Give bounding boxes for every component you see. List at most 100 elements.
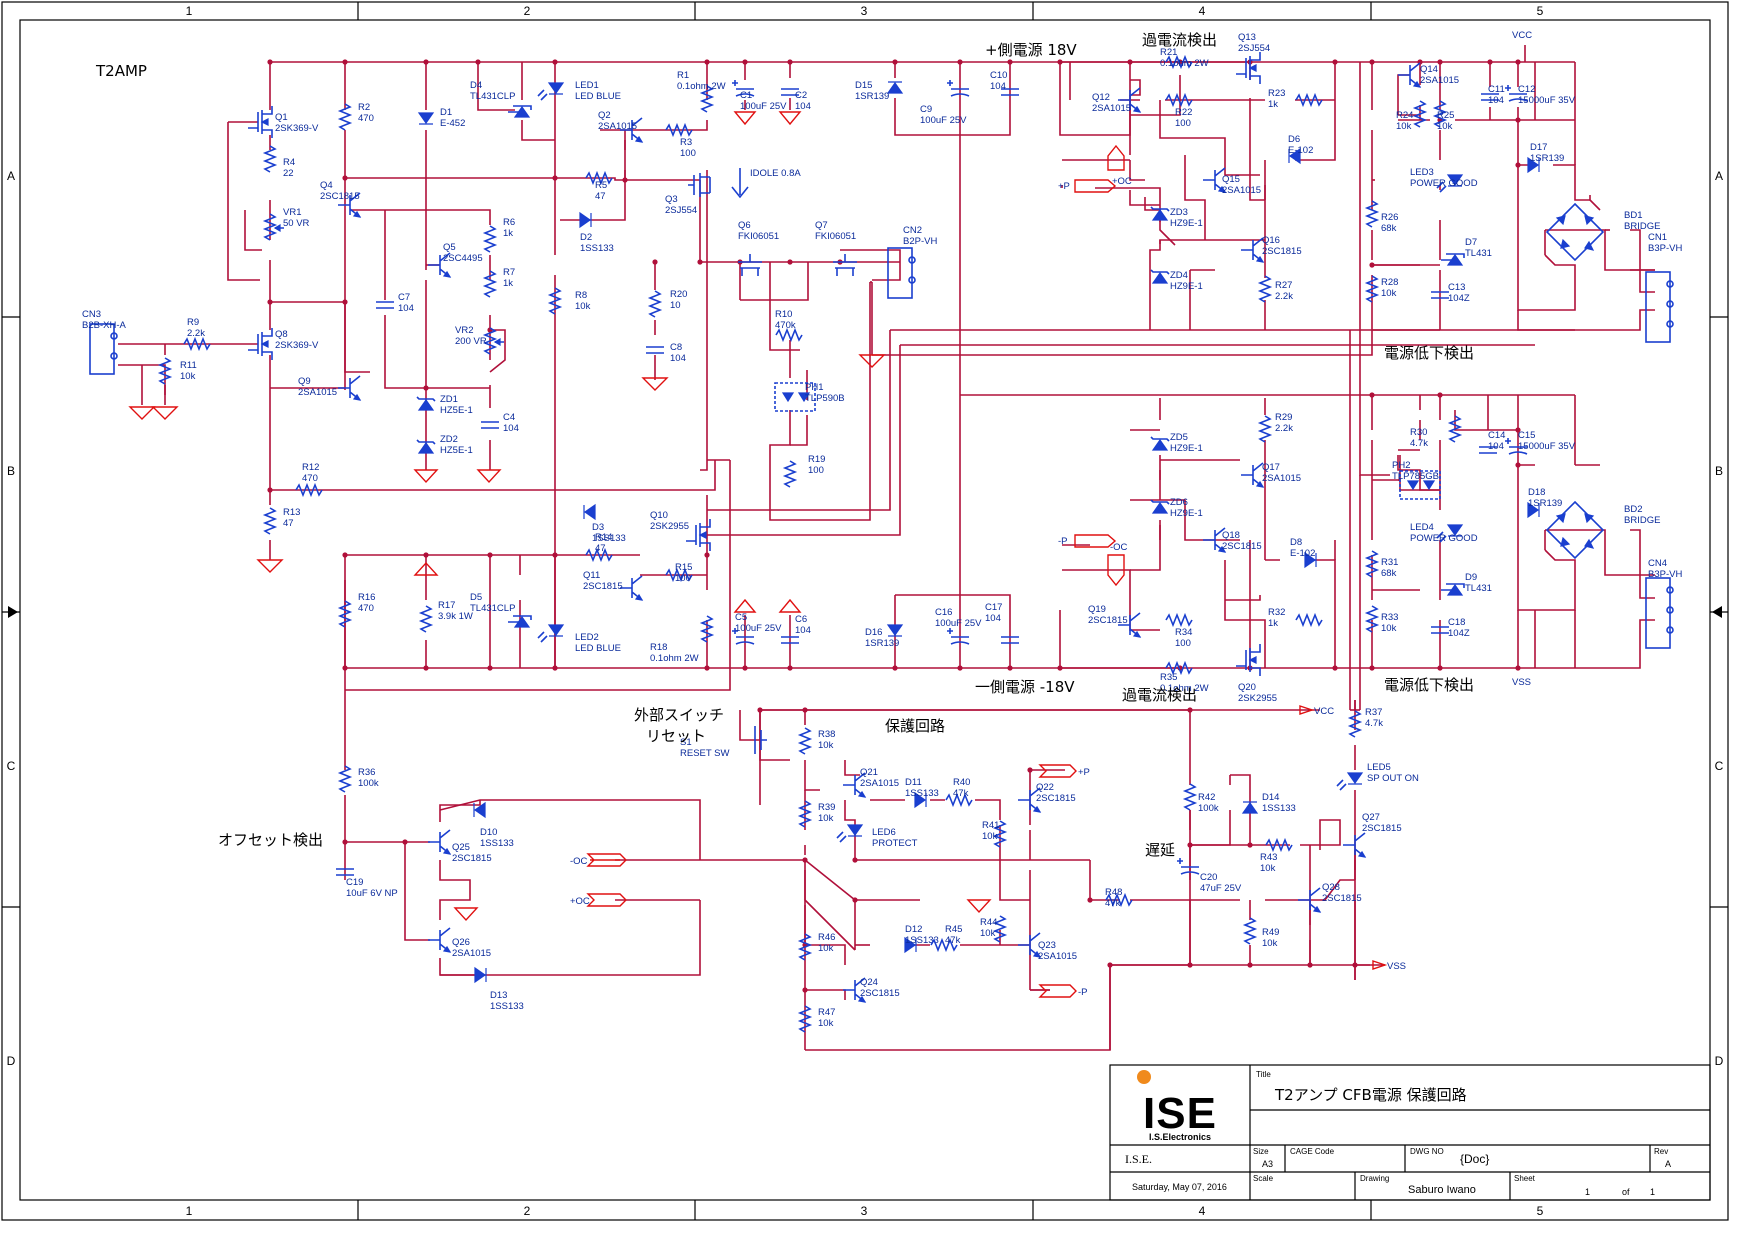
part-ref: CN4: [1648, 558, 1667, 569]
part-value: BRIDGE: [1624, 221, 1660, 232]
res-symbol: [1364, 275, 1380, 303]
part-ref: R8: [575, 290, 587, 301]
bjt-symbol: [1118, 612, 1142, 638]
res-symbol: [1432, 100, 1448, 128]
part-ref: C13: [1448, 282, 1465, 293]
part-ref: R46: [818, 932, 835, 943]
res-symbol: [782, 460, 798, 488]
part-value: 50 VR: [283, 218, 310, 229]
diodeu-symbol: [1241, 801, 1259, 814]
label-ext-switch-1: 外部スイッチ: [634, 706, 724, 724]
part-value: FKI06051: [738, 231, 779, 242]
part-ref: C16: [935, 607, 952, 618]
junction-dot: [1247, 962, 1253, 968]
conn-symbol: [1645, 271, 1674, 343]
part-ref: D2: [580, 232, 592, 243]
led-symbol: [836, 824, 864, 843]
mosh-symbol: [833, 254, 857, 276]
res-symbol: [775, 327, 803, 343]
part-ref: R47: [818, 1007, 835, 1018]
ecap-symbol: [1505, 438, 1528, 455]
ground-r13: [256, 559, 284, 573]
part-ref: C18: [1448, 617, 1465, 628]
junction-dot: [267, 299, 273, 305]
res-symbol: [482, 270, 498, 298]
part-value: FKI06051: [815, 231, 856, 242]
part-ref: Q12: [1092, 92, 1110, 103]
port-vss-protect: [1372, 960, 1388, 970]
ground-c8: [641, 377, 669, 391]
ground-q25: [453, 907, 479, 922]
junction-dot: [267, 487, 273, 493]
part-value: 68k: [1381, 568, 1397, 579]
part-ref: VR2: [455, 325, 473, 336]
ecap-symbol: [732, 80, 755, 97]
led-symbol: [1436, 524, 1464, 543]
part-value: 2SC1815: [1036, 793, 1076, 804]
part-value: 10k: [1396, 121, 1412, 132]
net-minus-oc: -OC: [1110, 542, 1128, 553]
junction-dot: [552, 175, 558, 181]
part-ref: R41: [982, 820, 999, 831]
led-symbol: [1436, 174, 1464, 193]
part-ref: Q23: [1038, 940, 1056, 951]
diode-symbol: [1304, 551, 1317, 569]
junction-dot: [1369, 665, 1375, 671]
part-value: B2B-XH-A: [82, 320, 126, 331]
part-ref: Q21: [860, 767, 878, 778]
junction-dot: [852, 857, 858, 863]
res-symbol: [945, 792, 973, 808]
opto-symbol: [1399, 470, 1441, 500]
part-ref: BD1: [1624, 210, 1642, 221]
res-symbol: [482, 225, 498, 253]
junction-dot: [1332, 665, 1338, 671]
part-value: E-452: [440, 118, 465, 129]
junction-dot: [787, 59, 793, 65]
part-ref: R29: [1275, 412, 1292, 423]
part-value: 2SA1015: [452, 948, 491, 959]
part-value: TLP590B: [805, 393, 845, 404]
junction-dot: [1437, 59, 1443, 65]
part-value: POWER GOOD: [1410, 533, 1478, 544]
res-symbol: [930, 937, 958, 953]
part-value: 2SC1815: [583, 581, 623, 592]
part-ref: C10: [990, 70, 1007, 81]
net-plus-p: +P: [1058, 181, 1070, 192]
part-d6: D6E-102: [1288, 134, 1313, 165]
res-symbol: [992, 820, 1008, 848]
zener-symbol: [1150, 436, 1170, 451]
part-value: 1SR139: [1528, 498, 1562, 509]
company-name: I.S.E.: [1125, 1152, 1152, 1166]
part-value: 1k: [503, 278, 513, 289]
res-symbol: [1265, 837, 1293, 853]
junction-dot: [852, 897, 858, 903]
part-value: 2SK2955: [1238, 693, 1277, 704]
components: Q12SK369-VR2470D1E-452D4TL431CLPLED1LED …: [82, 32, 1682, 1033]
tl431-symbol: [1441, 583, 1465, 596]
part-ref: D14: [1262, 792, 1279, 803]
part-ref: Q16: [1262, 235, 1280, 246]
part-ref: D7: [1465, 237, 1477, 248]
junction-dot: [342, 175, 348, 181]
net-minus-oc-in: -OC: [570, 856, 588, 867]
res-symbol: [337, 765, 353, 793]
